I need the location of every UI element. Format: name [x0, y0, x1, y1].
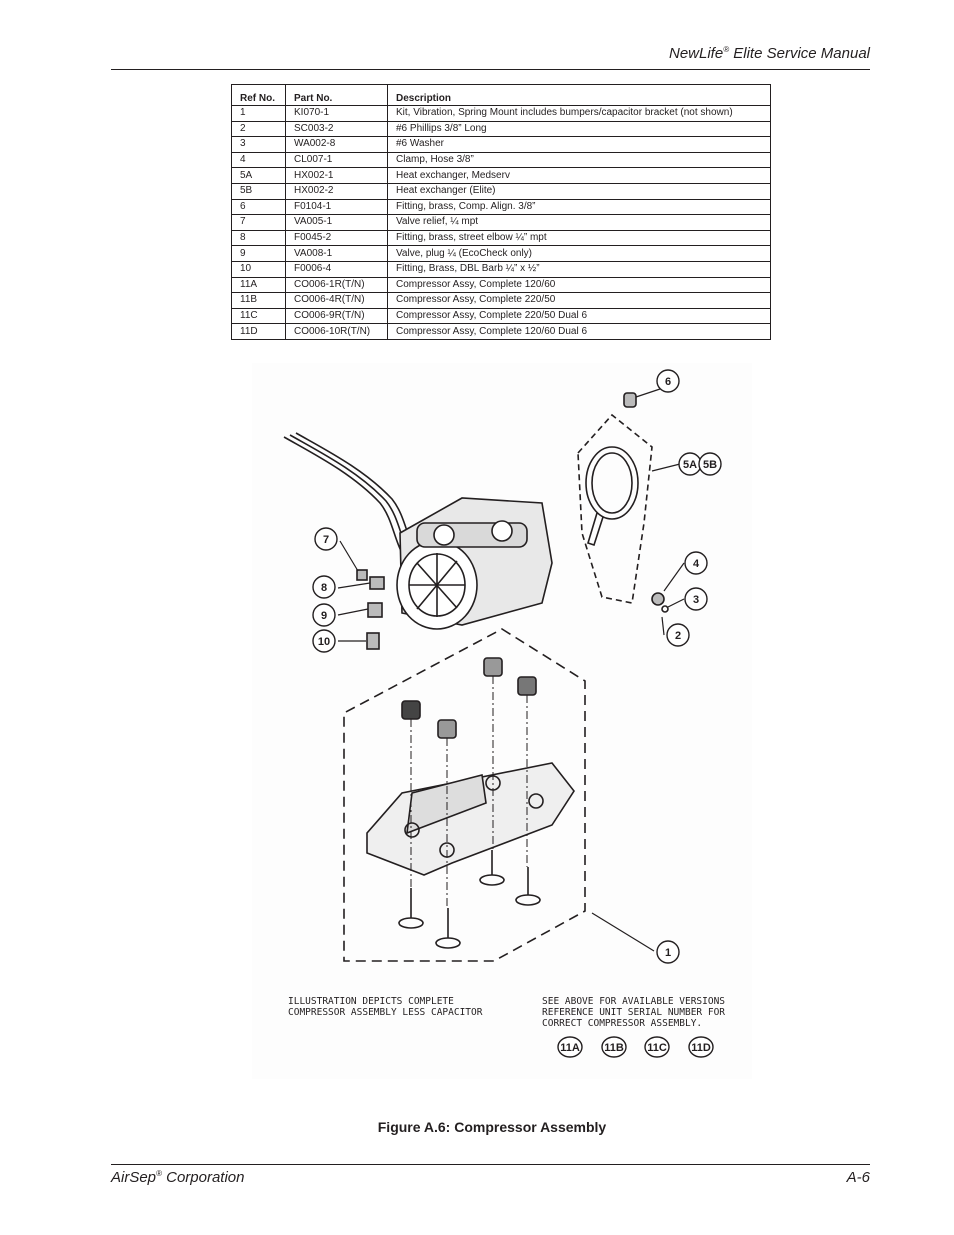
description-cell: #6 Washer — [387, 136, 771, 153]
part-no-cell: HX002-2 — [285, 183, 388, 200]
version-11a: 11A — [560, 1042, 580, 1054]
description-cell: Fitting, brass, street elbow ¼” mpt — [387, 230, 771, 247]
callout-8: 8 — [321, 582, 327, 594]
callout-1: 1 — [665, 947, 671, 959]
callout-9: 9 — [321, 610, 327, 622]
description-cell: Valve, plug ¼ (EcoCheck only) — [387, 245, 771, 262]
part-no-cell: HX002-1 — [285, 167, 388, 184]
part-no-cell: CO006-4R(T/N) — [285, 292, 388, 309]
version-11c: 11C — [647, 1042, 667, 1054]
description-cell: Compressor Assy, Complete 220/50 Dual 6 — [387, 308, 771, 325]
version-11b: 11B — [604, 1042, 624, 1054]
note-left-line-1: ILLUSTRATION DEPICTS COMPLETE — [288, 996, 454, 1007]
page-number: A-6 — [846, 1169, 870, 1186]
part-no-cell: F0006-4 — [285, 261, 388, 278]
description-cell: Compressor Assy, Complete 120/60 — [387, 277, 771, 294]
callout-7: 7 — [323, 534, 329, 546]
description-cell: Valve relief, ¼ mpt — [387, 214, 771, 231]
ref-no-cell: 11D — [231, 323, 286, 340]
callout-3: 3 — [693, 594, 699, 606]
description-cell: Fitting, brass, Comp. Align. 3/8” — [387, 199, 771, 216]
footer-registered-mark: ® — [156, 1169, 162, 1178]
figure-caption: Figure A.6: Compressor Assembly — [377, 1119, 607, 1135]
part-no-cell: CL007-1 — [285, 152, 388, 169]
compressor-assembly-drawing: 6 5A 5B 7 8 9 10 4 3 2 1 ILLUSTRATION DE… — [252, 363, 752, 1079]
ref-no-cell: 1 — [231, 105, 286, 122]
part-no-cell: F0045-2 — [285, 230, 388, 247]
description-cell: Clamp, Hose 3/8” — [387, 152, 771, 169]
part-no-cell: VA005-1 — [285, 214, 388, 231]
ref-no-cell: 5B — [231, 183, 286, 200]
ref-no-cell: 3 — [231, 136, 286, 153]
ref-no-cell: 5A — [231, 167, 286, 184]
description-cell: #6 Phillips 3/8” Long — [387, 121, 771, 138]
description-cell: Heat exchanger (Elite) — [387, 183, 771, 200]
part-no-cell: CO006-10R(T/N) — [285, 323, 388, 340]
registered-mark: ® — [723, 45, 730, 54]
description-cell: Compressor Assy, Complete 120/60 Dual 6 — [387, 323, 771, 340]
header-description: Description — [387, 84, 771, 106]
header-ref-no: Ref No. — [231, 84, 286, 106]
description-cell: Heat exchanger, Medserv — [387, 167, 771, 184]
note-right-line-3: CORRECT COMPRESSOR ASSEMBLY. — [542, 1018, 702, 1029]
ref-no-cell: 10 — [231, 261, 286, 278]
parts-table-header: Ref No. Part No. Description — [231, 84, 771, 106]
part-no-cell: VA008-1 — [285, 245, 388, 262]
note-left-line-2: COMPRESSOR ASSEMBLY LESS CAPACITOR — [288, 1007, 483, 1018]
callout-6: 6 — [665, 376, 671, 388]
ref-no-cell: 11B — [231, 292, 286, 309]
part-no-cell: CO006-9R(T/N) — [285, 308, 388, 325]
part-no-cell: CO006-1R(T/N) — [285, 277, 388, 294]
footer-rule — [111, 1164, 870, 1165]
manual-title-rest: Elite Service Manual — [729, 45, 870, 62]
part-no-cell: SC003-2 — [285, 121, 388, 138]
manual-brand: NewLife — [668, 45, 724, 62]
ref-no-cell: 2 — [231, 121, 286, 138]
callout-5b: 5B — [703, 459, 717, 471]
ref-no-cell: 11C — [231, 308, 286, 325]
ref-no-cell: 4 — [231, 152, 286, 169]
footer-company-name: AirSep — [111, 1169, 157, 1186]
description-cell: Compressor Assy, Complete 220/50 — [387, 292, 771, 309]
ref-no-cell: 6 — [231, 199, 286, 216]
part-no-cell: F0104-1 — [285, 199, 388, 216]
ref-no-cell: 9 — [231, 245, 286, 262]
description-cell: Kit, Vibration, Spring Mount includes bu… — [387, 105, 771, 122]
footer-company: AirSep® Corporation — [111, 1169, 244, 1186]
manual-title: NewLife® Elite Service Manual — [669, 45, 870, 62]
ref-no-cell: 8 — [231, 230, 286, 247]
part-no-cell: WA002-8 — [285, 136, 388, 153]
callout-5a: 5A — [683, 459, 697, 471]
description-cell: Fitting, Brass, DBL Barb ¼” x ½” — [387, 261, 771, 278]
callout-10: 10 — [318, 636, 330, 648]
note-right-line-1: SEE ABOVE FOR AVAILABLE VERSIONS — [542, 996, 725, 1007]
ref-no-cell: 11A — [231, 277, 286, 294]
footer-company-rest: Corporation — [161, 1169, 245, 1186]
callout-4: 4 — [693, 558, 700, 570]
part-no-cell: KI070-1 — [285, 105, 388, 122]
callout-2: 2 — [675, 630, 681, 642]
header-part-no: Part No. — [285, 84, 388, 106]
header-rule — [111, 69, 870, 70]
note-right-line-2: REFERENCE UNIT SERIAL NUMBER FOR — [542, 1007, 725, 1018]
version-11d: 11D — [691, 1042, 711, 1054]
ref-no-cell: 7 — [231, 214, 286, 231]
